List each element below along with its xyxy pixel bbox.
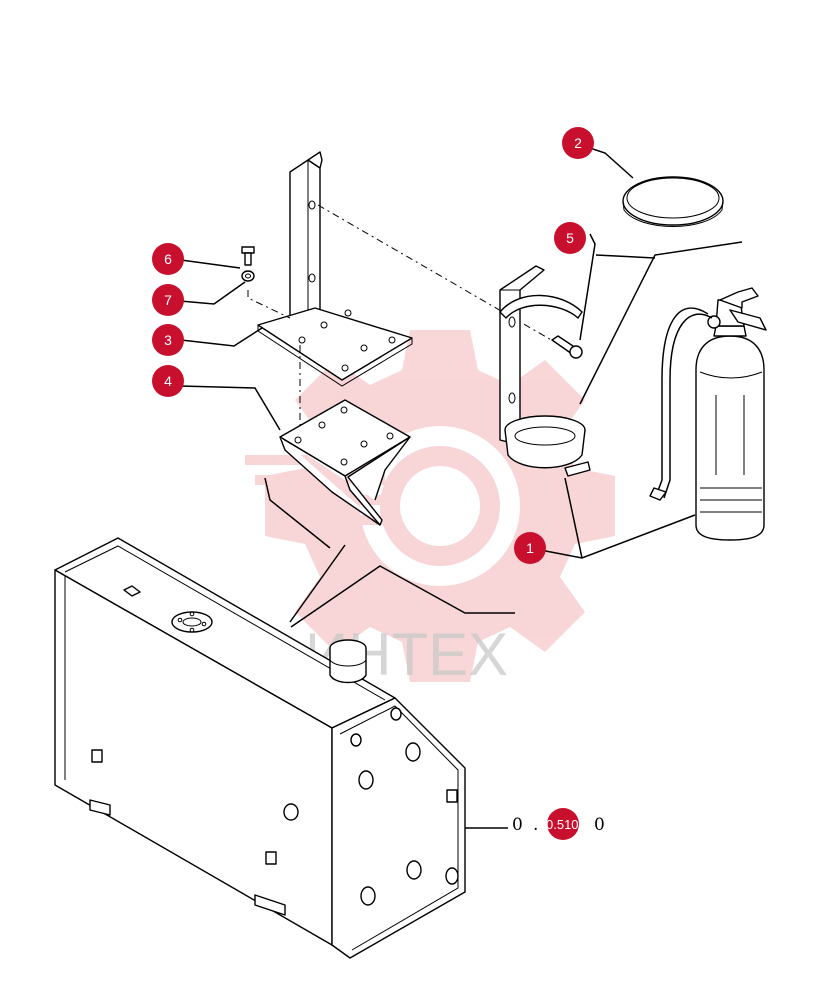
sender-flange: [171, 611, 213, 633]
filler-cap: [329, 639, 367, 684]
bolt: [241, 246, 255, 266]
callout-label: 1: [526, 540, 534, 556]
callout-label: 7: [164, 292, 172, 308]
screw: [551, 335, 583, 359]
reference-number[interactable]: 0 . 0.510 0: [512, 808, 605, 840]
reference-suffix: 0: [594, 815, 605, 835]
callout-3[interactable]: 3: [152, 324, 184, 356]
callout-label: 6: [164, 251, 172, 267]
post-bracket: [257, 151, 413, 387]
reference-dot: .: [533, 815, 538, 835]
callout-6[interactable]: 6: [152, 243, 184, 275]
fire-extinguisher-icon: [649, 287, 767, 541]
angle-bracket: [279, 399, 411, 526]
reference-badge: 0.510: [546, 817, 579, 832]
callout-5[interactable]: 5: [554, 222, 586, 254]
fuel-tank-icon: [54, 537, 466, 959]
retaining-ring: [622, 176, 724, 227]
extinguisher-holder: [499, 265, 591, 477]
reference-prefix: 0: [512, 815, 523, 835]
callout-label: 2: [574, 135, 582, 151]
alignment-line: [247, 290, 291, 319]
callout-label: 5: [566, 230, 574, 246]
callout-7[interactable]: 7: [152, 284, 184, 316]
callout-2[interactable]: 2: [562, 127, 594, 159]
callout-4[interactable]: 4: [152, 365, 184, 397]
callout-label: 4: [164, 373, 172, 389]
washer: [241, 270, 255, 282]
callout-label: 3: [164, 332, 172, 348]
callout-1[interactable]: 1: [514, 532, 546, 564]
